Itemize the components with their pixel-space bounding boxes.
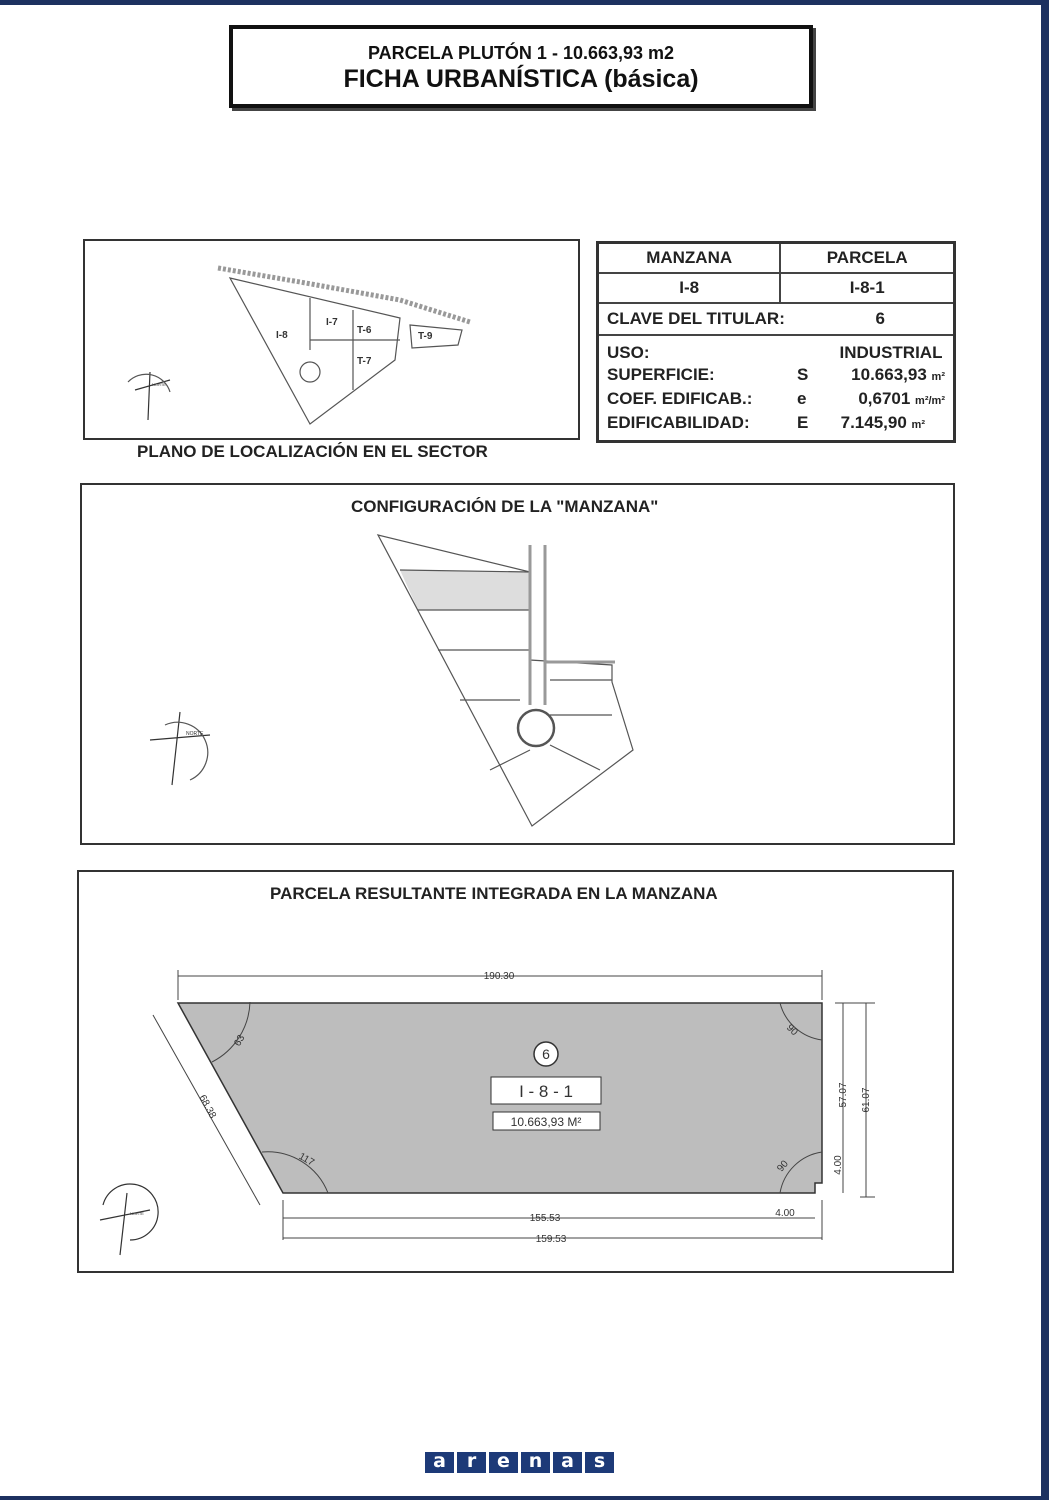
title-ficha: FICHA URBANÍSTICA (básica) [343, 65, 699, 93]
parcel-id-label: I - 8 - 1 [519, 1082, 573, 1101]
manzana-value: I-8 [596, 271, 782, 304]
edif-label: EDIFICABILIDAD: [607, 412, 750, 432]
parcela-header: PARCELA [779, 241, 956, 274]
parcel-owner-number: 6 [542, 1046, 550, 1062]
config-north-label: NORTE [186, 731, 204, 737]
superficie-label: SUPERFICIE: [607, 364, 715, 384]
location-map-box [83, 239, 580, 440]
dim-right-inner: 57.07 [838, 1082, 849, 1107]
superficie-value: 10.663,93 [851, 364, 927, 384]
clave-value: 6 [875, 308, 885, 328]
location-north-label: NORTE [152, 382, 166, 387]
map-label-t6: T-6 [357, 325, 372, 336]
coef-value: 0,6701 [858, 388, 911, 408]
uso-label: USO: [607, 342, 650, 362]
edif-unit: m² [911, 418, 925, 431]
map-label-t9: T-9 [418, 331, 433, 342]
logo-letter: s [585, 1452, 614, 1473]
location-map [127, 265, 471, 425]
manzana-header: MANZANA [596, 241, 782, 274]
clave-label: CLAVE DEL TITULAR: [607, 308, 785, 328]
dim-top: 190.30 [484, 971, 515, 982]
arenas-logo: a r e n a s [425, 1452, 614, 1473]
dim-bottom-outer: 159.53 [536, 1234, 567, 1245]
dim-left: 68.38 [196, 1093, 218, 1121]
title-parcel: PARCELA PLUTÓN 1 - 10.663,93 m2 [367, 43, 675, 63]
edif-symbol: E [797, 412, 809, 432]
dim-bottom-inner: 155.53 [530, 1213, 561, 1224]
coef-symbol: e [797, 388, 807, 408]
dim-notch-horizontal: 4.00 [775, 1208, 795, 1219]
coef-unit: m²/m² [915, 394, 945, 407]
parcela-value: I-8-1 [779, 271, 956, 304]
angle-top-left: 63 [232, 1033, 247, 1049]
parcel-north-arrow [99, 1183, 159, 1256]
map-label-i8: I-8 [276, 330, 288, 341]
parcel-area-label: 10.663,93 M² [511, 1115, 582, 1129]
config-box [80, 483, 955, 845]
parcel-box [77, 870, 954, 1273]
manzana-drawing [149, 534, 634, 827]
parcel-north-label: NORTE [130, 1211, 144, 1216]
dim-notch-vertical: 4.00 [833, 1155, 844, 1175]
map-label-i7: I-7 [326, 317, 338, 328]
logo-letter: a [553, 1452, 582, 1473]
logo-letter: r [457, 1452, 486, 1473]
logo-letter: a [425, 1452, 454, 1473]
parcel-title: PARCELA RESULTANTE INTEGRADA EN LA MANZA… [270, 884, 718, 903]
parcel-drawing [152, 970, 875, 1240]
title-box: PARCELA PLUTÓN 1 - 10.663,93 m2 FICHA UR… [229, 25, 813, 108]
config-title: CONFIGURACIÓN DE LA "MANZANA" [351, 497, 659, 516]
location-caption: PLANO DE LOCALIZACIÓN EN EL SECTOR [137, 442, 488, 461]
dim-right-outer: 61.07 [861, 1087, 872, 1112]
map-label-t7: T-7 [357, 356, 372, 367]
coef-label: COEF. EDIFICAB.: [607, 388, 753, 408]
logo-letter: n [521, 1452, 550, 1473]
logo-letter: e [489, 1452, 518, 1473]
edif-value: 7.145,90 [840, 412, 907, 432]
uso-value: INDUSTRIAL [839, 342, 943, 362]
superficie-symbol: S [797, 364, 809, 384]
superficie-unit: m² [931, 370, 945, 383]
